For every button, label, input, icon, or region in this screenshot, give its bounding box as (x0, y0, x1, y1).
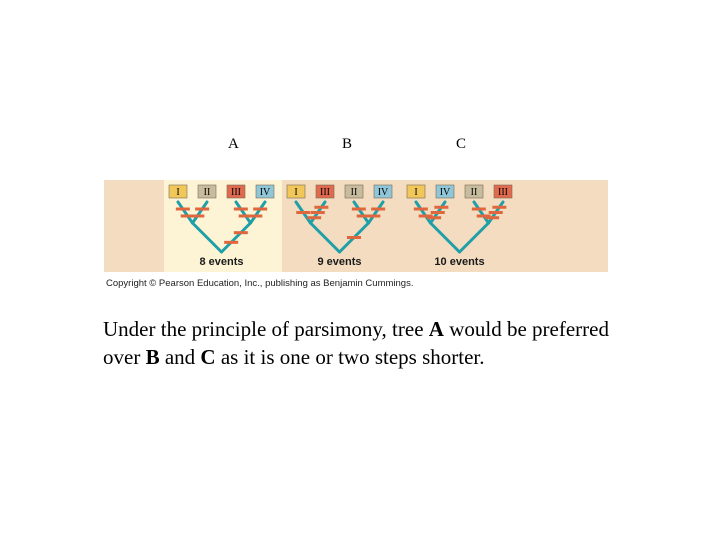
taxon-box (493, 184, 513, 199)
copyright-notice: Copyright © Pearson Education, Inc., pub… (106, 278, 413, 289)
taxon-box (226, 184, 246, 199)
taxon-label: IV (440, 187, 451, 198)
branch (176, 200, 194, 225)
event-mark (224, 240, 239, 244)
event-mark (248, 214, 263, 218)
tree-b-label: B (342, 136, 353, 152)
branch (309, 221, 341, 254)
event-mark (366, 214, 381, 218)
event-mark (371, 207, 386, 211)
branch (191, 221, 223, 254)
taxon-label: III (231, 187, 241, 198)
event-mark (430, 211, 445, 214)
taxon-label: I (176, 187, 179, 198)
tree-a-label: A (228, 136, 239, 152)
branch (234, 200, 252, 225)
event-mark (253, 207, 268, 211)
event-mark (233, 231, 248, 235)
taxon-box (435, 184, 455, 199)
event-mark (314, 205, 329, 209)
taxon-label: I (294, 187, 297, 198)
events-count-label: 8 events (199, 256, 243, 268)
branch (472, 200, 490, 225)
caption-text: Under the principle of parsimony, tree A… (103, 317, 609, 369)
event-mark (195, 207, 210, 211)
taxon-box (286, 184, 306, 199)
event-mark (307, 216, 322, 220)
event-mark (418, 214, 433, 218)
event-mark (476, 214, 491, 218)
events-count-label: 10 events (434, 256, 484, 268)
tree-c-label: C (456, 136, 467, 152)
taxon-box (373, 184, 393, 199)
branch (220, 221, 252, 254)
taxon-label: II (471, 187, 478, 198)
event-mark (175, 207, 190, 211)
event-mark (190, 214, 205, 218)
event-mark (427, 216, 442, 220)
event-mark (356, 214, 371, 218)
event-mark (180, 214, 195, 218)
event-mark (238, 214, 253, 218)
event-mark (488, 211, 503, 214)
event-mark (351, 207, 366, 211)
branch (249, 200, 267, 225)
event-mark (434, 205, 449, 209)
branch (191, 200, 209, 225)
taxon-label: IV (378, 187, 389, 198)
event-mark (233, 207, 248, 211)
taxon-label: III (498, 187, 508, 198)
event-mark (471, 207, 486, 211)
branch (458, 221, 490, 254)
taxon-box (344, 184, 364, 199)
taxon-box (197, 184, 217, 199)
taxon-label: I (414, 187, 417, 198)
branch (429, 221, 461, 254)
events-count-label: 9 events (317, 256, 361, 268)
event-mark (296, 211, 311, 214)
taxon-box (464, 184, 484, 199)
event-mark (485, 216, 500, 220)
taxon-box (168, 184, 188, 199)
event-mark (413, 207, 428, 211)
event-mark (310, 211, 325, 214)
event-mark (347, 236, 361, 239)
branch (352, 200, 370, 225)
taxon-label: IV (260, 187, 271, 198)
taxon-box (315, 184, 335, 199)
taxon-label: II (204, 187, 211, 198)
taxon-box (255, 184, 275, 199)
event-mark (492, 205, 507, 209)
taxon-label: II (351, 187, 358, 198)
branch (414, 200, 432, 225)
branch (367, 200, 385, 225)
taxon-label: III (320, 187, 330, 198)
taxon-box (406, 184, 426, 199)
